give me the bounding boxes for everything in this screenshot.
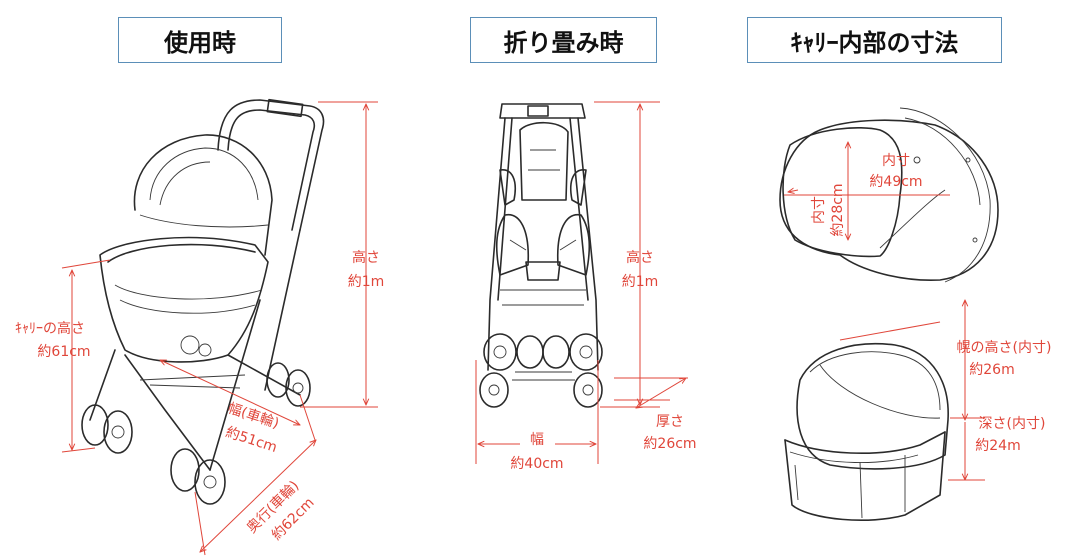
stroller-in-use-illustration	[81, 98, 325, 505]
title-carrier-dimensions: ｷｬﾘｰ内部の寸法	[747, 17, 1002, 63]
title-in-use: 使用時	[118, 17, 282, 63]
wheel-rear	[266, 362, 311, 407]
title-folded: 折り畳み時	[470, 17, 657, 63]
fold-width-label: 幅	[530, 432, 544, 448]
stroller-folded-illustration	[479, 103, 603, 408]
fold-thickness-value: 約26cm	[643, 436, 696, 452]
carrier-height-label: ｷｬﾘｰの高さ	[15, 320, 85, 337]
carrier-top-view-illustration	[779, 107, 999, 283]
depth-inner-label: 深さ(内寸)	[979, 416, 1046, 432]
wheel-front-left	[81, 404, 133, 454]
wheel-front-right	[170, 448, 226, 505]
inner-width-label: 内寸	[811, 196, 827, 224]
fold-width-value: 約40cm	[510, 456, 563, 472]
inner-length-value: 約49cm	[869, 174, 922, 190]
fold-height-value: 約1m	[622, 274, 659, 290]
carrier-height-value: 約61cm	[37, 344, 90, 360]
folded-wheels	[479, 333, 603, 408]
inner-width-value: 約28cm	[830, 183, 846, 236]
inner-length-label: 内寸	[882, 153, 910, 169]
fold-height-label: 高さ	[626, 249, 654, 266]
carrier-side-view-illustration	[784, 342, 949, 521]
depth-inner-value: 約24m	[975, 438, 1020, 454]
use-height-value: 約1m	[348, 274, 385, 290]
hood-height-value: 約26m	[969, 362, 1014, 378]
fold-thickness-label: 厚さ	[656, 414, 684, 430]
hood-height-label: 幌の高さ(内寸)	[957, 339, 1052, 356]
use-height-label: 高さ	[352, 249, 380, 266]
